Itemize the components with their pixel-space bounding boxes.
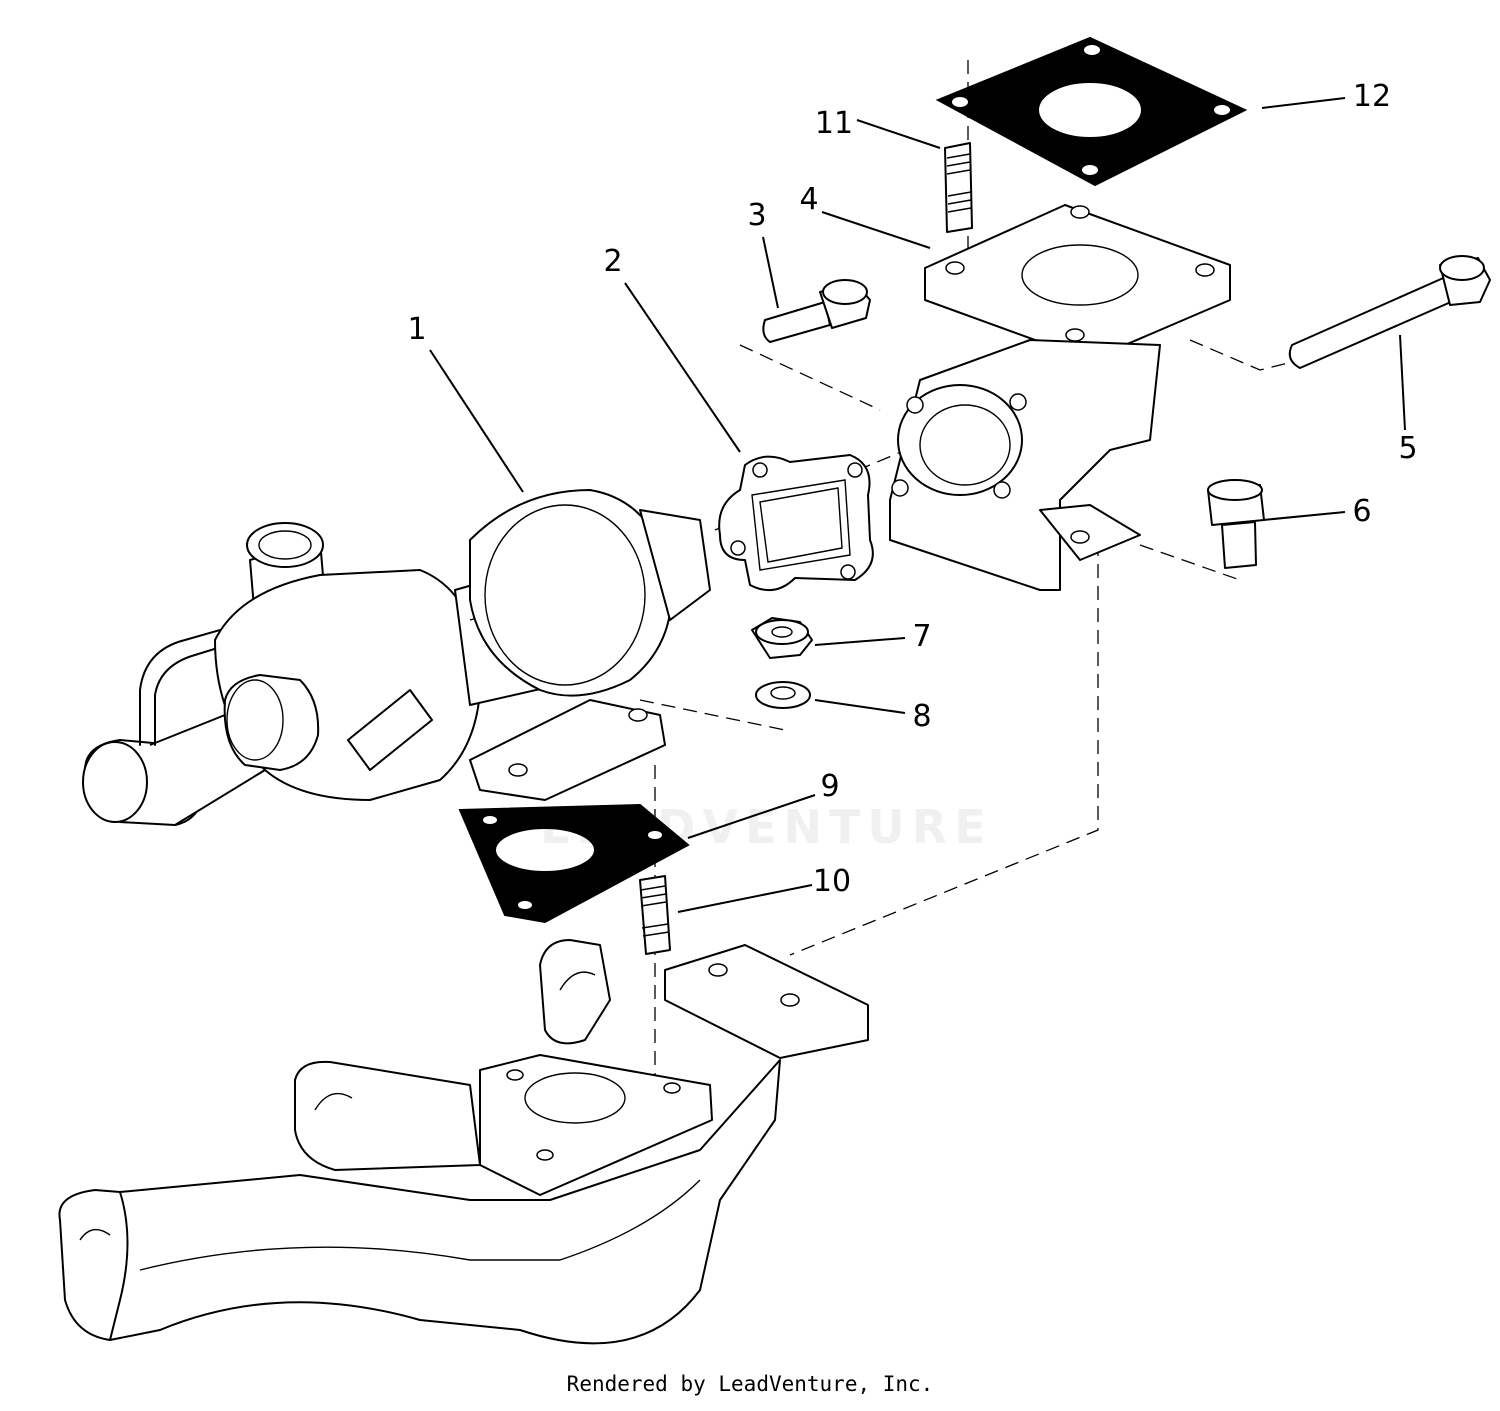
stud-lower <box>639 875 671 955</box>
watermark: LEADVENTURE <box>540 800 993 854</box>
render-credit: Rendered by LeadVenture, Inc. <box>566 1372 934 1396</box>
callout-8: 8 <box>912 699 932 734</box>
callout-3: 3 <box>747 198 767 233</box>
short-bolt <box>762 279 871 343</box>
hex-bolt <box>1207 479 1265 569</box>
callout-12: 12 <box>1352 79 1392 114</box>
callout-4: 4 <box>799 182 819 217</box>
callout-11: 11 <box>814 106 854 141</box>
turbocharger <box>82 489 711 826</box>
long-bolt <box>1288 255 1491 369</box>
callout-7: 7 <box>912 619 932 654</box>
turbo-inlet-gasket <box>718 454 874 592</box>
callout-5: 5 <box>1398 431 1418 466</box>
triangle-gasket <box>458 803 690 924</box>
callout-6: 6 <box>1352 494 1372 529</box>
callout-1: 1 <box>407 312 427 347</box>
callout-10: 10 <box>812 864 852 899</box>
lock-washer <box>755 681 811 709</box>
leader-lines <box>429 97 1406 913</box>
callout-9: 9 <box>820 769 840 804</box>
exhaust-manifold <box>58 939 869 1345</box>
callout-2: 2 <box>603 244 623 279</box>
stud-upper <box>944 142 973 233</box>
hex-nut <box>751 617 813 659</box>
exhaust-adapter <box>889 204 1231 591</box>
square-gasket <box>935 36 1248 187</box>
